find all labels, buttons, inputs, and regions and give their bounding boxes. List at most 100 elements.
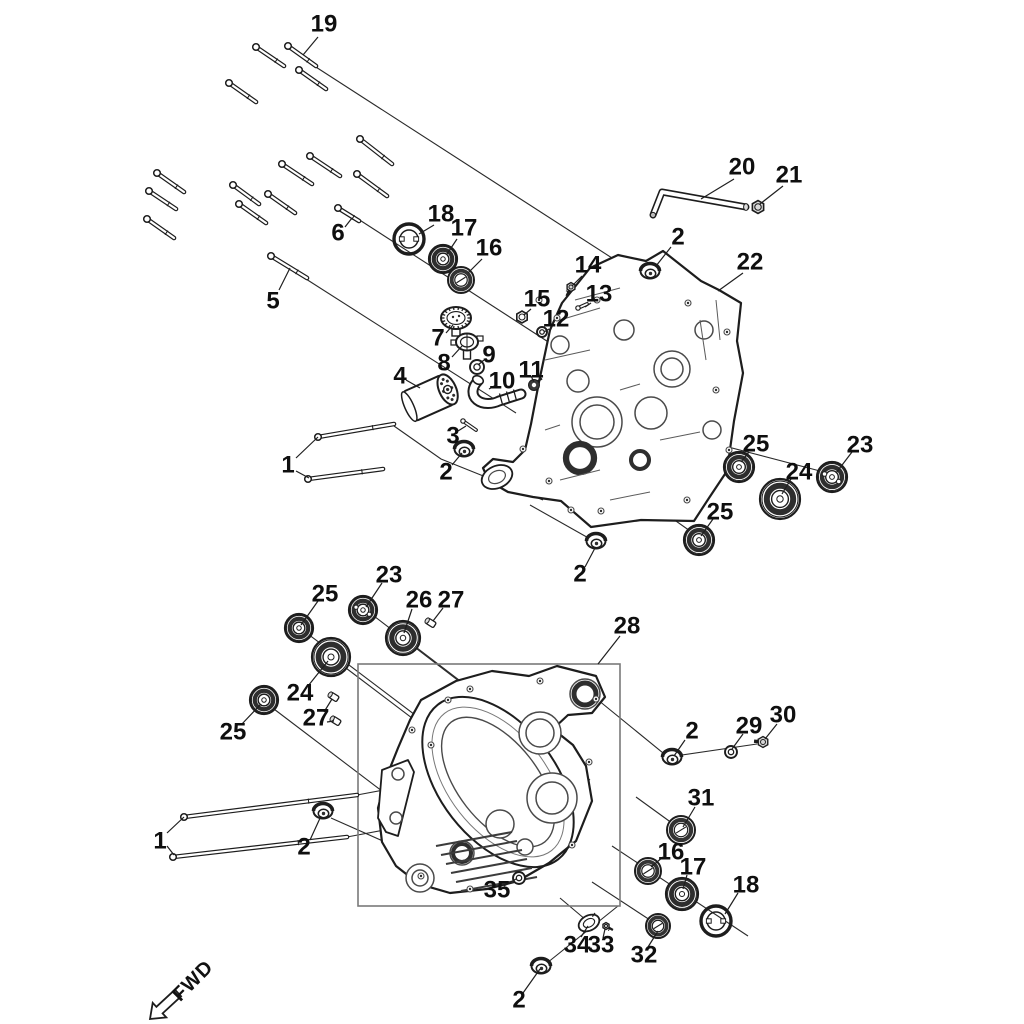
part-bearing: [248, 684, 280, 716]
callout-1: 1: [153, 828, 166, 855]
callout-10: 10: [489, 368, 516, 395]
callout-8: 8: [437, 350, 450, 377]
part-bearing: [347, 594, 379, 626]
part-bearing: [664, 876, 700, 912]
left-crankcase-drawing: [376, 664, 607, 895]
part-bearing: [427, 243, 459, 275]
part-washer: [724, 745, 738, 759]
part-stud: [313, 421, 397, 442]
callout-32: 32: [631, 942, 658, 969]
callout-17: 17: [451, 215, 478, 242]
part-stud: [283, 41, 319, 69]
part-stud: [355, 134, 395, 167]
part-breather-fitting: [450, 332, 484, 360]
callout-27: 27: [438, 587, 465, 614]
part-hex-wrench: [649, 188, 750, 219]
callout-9: 9: [482, 342, 495, 369]
callout-34: 34: [564, 932, 591, 959]
callout-16: 16: [658, 839, 685, 866]
callout-20: 20: [729, 154, 756, 181]
callout-24: 24: [287, 680, 314, 707]
part-stud: [294, 65, 329, 92]
case-boss: [480, 464, 514, 490]
axis-line: [304, 59, 613, 259]
callout-33: 33: [588, 932, 615, 959]
callout-4: 4: [393, 363, 407, 390]
part-plug: [327, 691, 340, 703]
callout-29: 29: [736, 713, 763, 740]
part-stud: [234, 199, 269, 226]
part-bolt: [602, 921, 614, 932]
right-crankcase-drawing: [480, 249, 745, 529]
callout-25: 25: [743, 431, 770, 458]
leader-lines: [166, 36, 853, 994]
part-oil-seal: [645, 913, 671, 939]
part-retainer-ring: [699, 904, 733, 938]
part-bearing: [815, 460, 849, 494]
part-stud: [303, 466, 386, 484]
part-stud: [277, 159, 315, 187]
part-stud: [352, 169, 390, 199]
part-plug: [424, 617, 437, 629]
axis-line: [305, 278, 517, 414]
callout-18: 18: [733, 872, 760, 899]
part-stud: [228, 180, 262, 207]
part-stud: [142, 214, 177, 241]
callout-3: 3: [446, 423, 459, 450]
part-bearing: [283, 612, 315, 644]
part-washer: [512, 871, 526, 885]
callout-7: 7: [431, 325, 444, 352]
callout-2: 2: [512, 987, 525, 1014]
callout-17: 17: [680, 854, 707, 881]
callout-18: 18: [428, 201, 455, 228]
part-nut: [516, 310, 528, 324]
part-rubber-mount: [660, 747, 684, 766]
axis-line: [529, 504, 593, 541]
right-crankcase-outline: [481, 249, 745, 529]
part-oil-filter: [400, 373, 459, 423]
axis-line: [591, 881, 651, 921]
callout-23: 23: [376, 562, 403, 589]
part-cover-plate: [577, 912, 601, 933]
part-bearing: [758, 477, 802, 521]
part-stud: [333, 203, 362, 224]
callout-35: 35: [484, 877, 511, 904]
callout-16: 16: [476, 235, 503, 262]
part-retainer-ring: [392, 222, 426, 256]
parts: [142, 41, 849, 975]
case-mount-lug: [377, 759, 415, 837]
part-stud: [263, 189, 298, 216]
part-stud: [152, 168, 187, 195]
callout-22: 22: [737, 249, 764, 276]
part-pin: [460, 418, 478, 432]
callout-2: 2: [297, 834, 310, 861]
callout-19: 19: [311, 11, 338, 38]
part-bearing: [682, 523, 716, 557]
callout-23: 23: [847, 432, 874, 459]
part-stud: [168, 834, 350, 862]
axis-line: [559, 897, 587, 921]
part-rubber-mount: [452, 439, 476, 458]
part-plug: [329, 715, 342, 727]
part-stud: [144, 186, 179, 212]
part-stud: [224, 78, 259, 105]
part-pin: [575, 302, 589, 311]
callout-2: 2: [439, 459, 452, 486]
callout-15: 15: [524, 286, 551, 313]
callout-30: 30: [770, 702, 797, 729]
part-stud: [251, 42, 287, 69]
callout-26: 26: [406, 587, 433, 614]
callout-27: 27: [303, 705, 330, 732]
part-rubber-mount: [311, 801, 335, 820]
part-rubber-mount: [529, 956, 553, 975]
callout-2: 2: [685, 718, 698, 745]
callout-1: 1: [281, 452, 294, 479]
callout-11: 11: [518, 357, 543, 384]
part-hose-clamp: [528, 377, 543, 391]
part-bearing: [310, 636, 352, 678]
part-oil-seal: [447, 266, 475, 294]
detail-frame: [357, 663, 621, 907]
callout-31: 31: [688, 785, 715, 812]
